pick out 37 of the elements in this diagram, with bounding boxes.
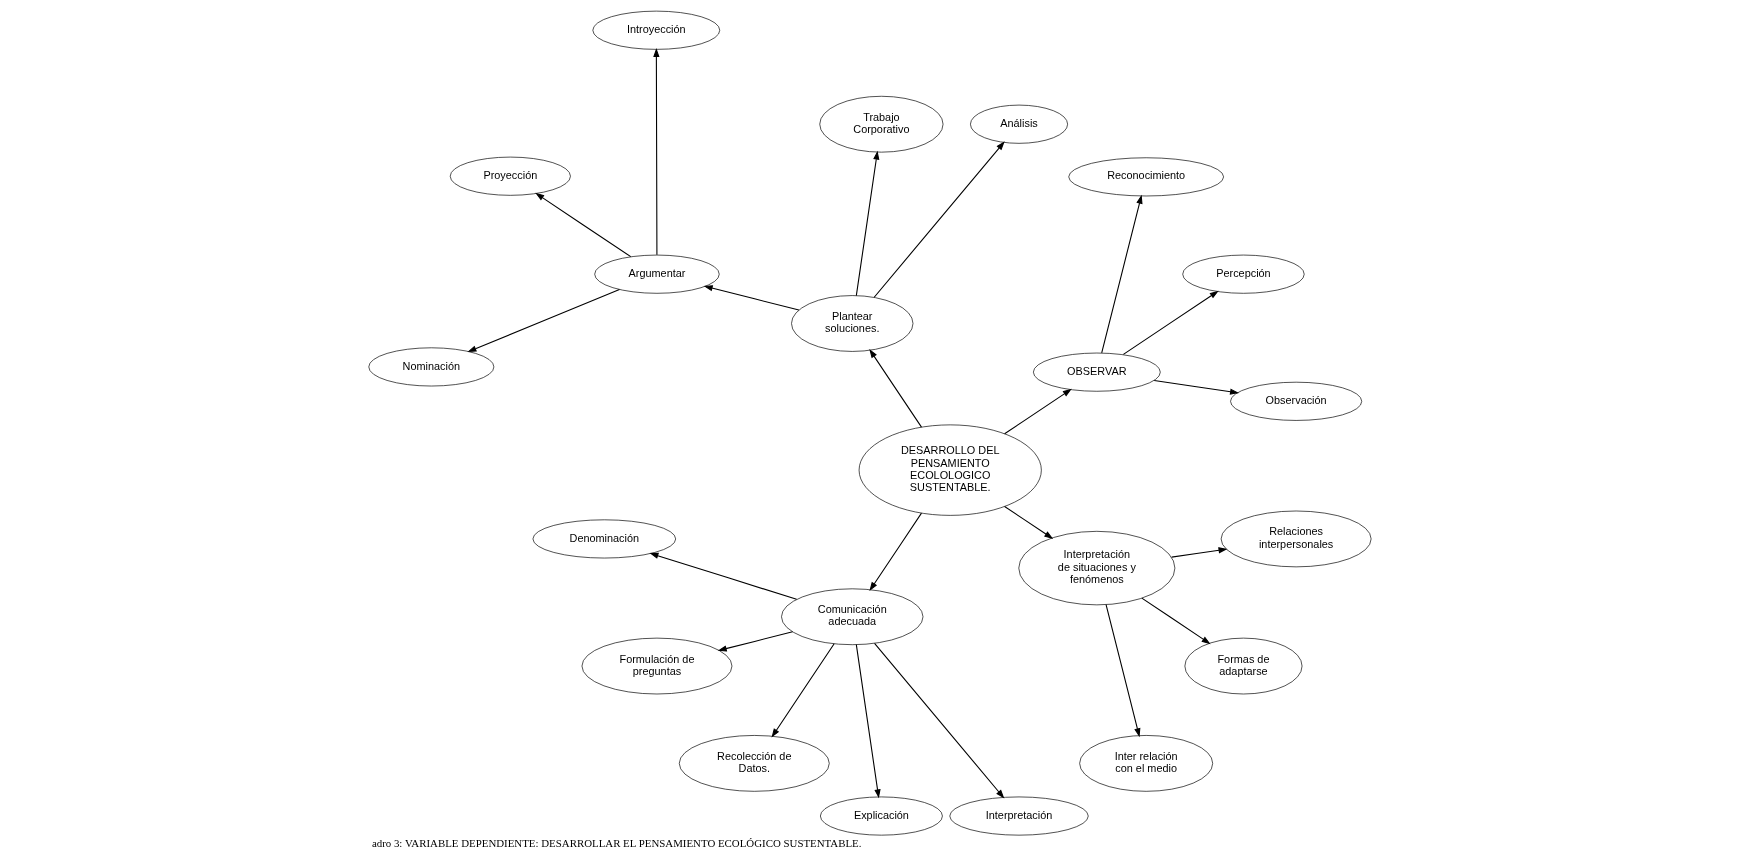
node-ellipse: Interpretación bbox=[949, 796, 1089, 836]
arrow bbox=[1004, 505, 1054, 539]
arrow bbox=[1004, 388, 1072, 435]
arrow bbox=[869, 512, 923, 592]
arrow bbox=[869, 348, 923, 428]
arrow bbox=[717, 631, 794, 652]
arrow bbox=[855, 644, 881, 799]
node-ellipse: Reconocimiento bbox=[1068, 157, 1224, 197]
caption: adro 3: VARIABLE DEPENDIENTE: DESARROLLAR EL PENSAMIENTO ECOLÓGICO SUSTENTABLE. bbox=[371, 836, 862, 849]
arrow bbox=[1105, 604, 1141, 738]
arrow bbox=[1171, 547, 1228, 558]
node-ellipse: Recolección de Datos. bbox=[678, 735, 830, 792]
node-ellipse: Plantear soluciones. bbox=[791, 295, 914, 352]
node-ellipse: Comunicación adecuada bbox=[781, 588, 924, 646]
node-ellipse: Proyección bbox=[449, 156, 571, 196]
arrow bbox=[653, 47, 660, 256]
arrow bbox=[703, 285, 800, 311]
arrow bbox=[535, 192, 632, 258]
node-ellipse: Trabajo Corporativo bbox=[819, 95, 944, 153]
arrow bbox=[649, 552, 798, 600]
node-ellipse: Análisis bbox=[970, 104, 1068, 144]
arrow bbox=[467, 289, 620, 353]
arrow bbox=[873, 141, 1005, 298]
node-ellipse: Introyección bbox=[592, 10, 721, 50]
arrow bbox=[771, 643, 835, 738]
node-ellipse: OBSERVAR bbox=[1033, 352, 1161, 392]
arrow bbox=[1141, 597, 1211, 645]
node-ellipse: Explicación bbox=[820, 796, 943, 836]
node-ellipse: DESARROLLO DEL PENSAMIENTO ECOLOLOGICO SUSTENTABLE. bbox=[858, 424, 1042, 516]
node-ellipse: Percepción bbox=[1182, 254, 1305, 294]
arrow bbox=[1101, 194, 1143, 354]
node-ellipse: Inter relación con el medio bbox=[1079, 735, 1214, 792]
arrow bbox=[874, 642, 1005, 799]
node-ellipse: Formulación de preguntas bbox=[581, 637, 733, 695]
arrow bbox=[1122, 290, 1219, 355]
arrow bbox=[855, 150, 880, 297]
arrow bbox=[1153, 380, 1240, 395]
